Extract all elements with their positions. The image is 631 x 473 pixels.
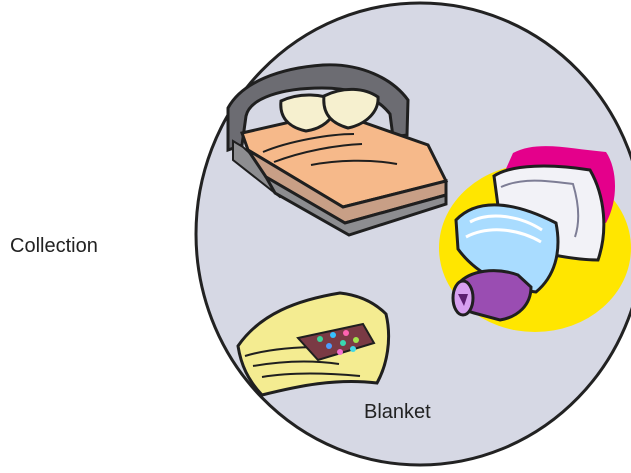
blanket-label: Blanket [364,402,431,422]
collection-label: Collection [10,236,98,256]
